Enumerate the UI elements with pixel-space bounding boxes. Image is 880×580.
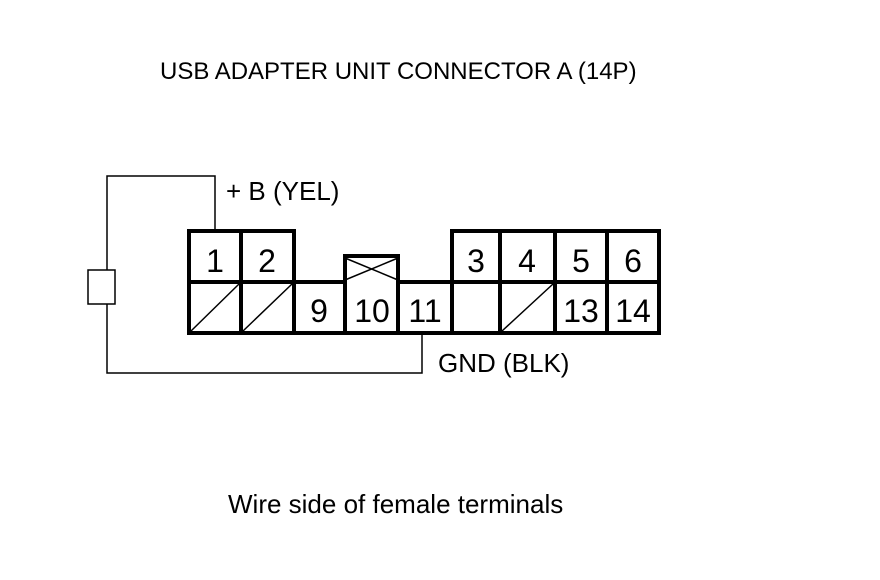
terminal-14: 14 <box>615 293 651 329</box>
terminal-5: 5 <box>572 243 590 279</box>
terminal-4: 4 <box>518 243 536 279</box>
lock-tab <box>344 257 399 281</box>
terminal-11: 11 <box>408 293 441 329</box>
terminal-numbers: 1 2 3 4 5 6 9 10 11 13 14 <box>206 243 651 329</box>
diagram-title: USB ADAPTER UNIT CONNECTOR A (14P) <box>160 58 637 85</box>
terminal-1: 1 <box>206 243 224 279</box>
terminal-10: 10 <box>354 293 390 329</box>
wire-leads <box>87 175 423 374</box>
probe-symbol <box>87 269 116 305</box>
terminal-2: 2 <box>258 243 276 279</box>
connector-housing <box>187 229 661 335</box>
terminal-6: 6 <box>624 243 642 279</box>
ground-wire <box>106 304 423 374</box>
ground-wire-label: GND (BLK) <box>438 348 570 378</box>
terminal-13: 13 <box>563 293 599 329</box>
empty-cavity-7 <box>190 283 240 332</box>
power-wire-label: + B (YEL) <box>226 176 340 206</box>
terminal-9: 9 <box>310 293 328 329</box>
power-wire <box>106 175 216 270</box>
empty-cavity-8 <box>242 283 293 332</box>
terminal-3: 3 <box>467 243 485 279</box>
view-caption: Wire side of female terminals <box>228 489 564 519</box>
empty-cavity-12 <box>501 283 554 332</box>
empty-cavities <box>190 283 554 332</box>
